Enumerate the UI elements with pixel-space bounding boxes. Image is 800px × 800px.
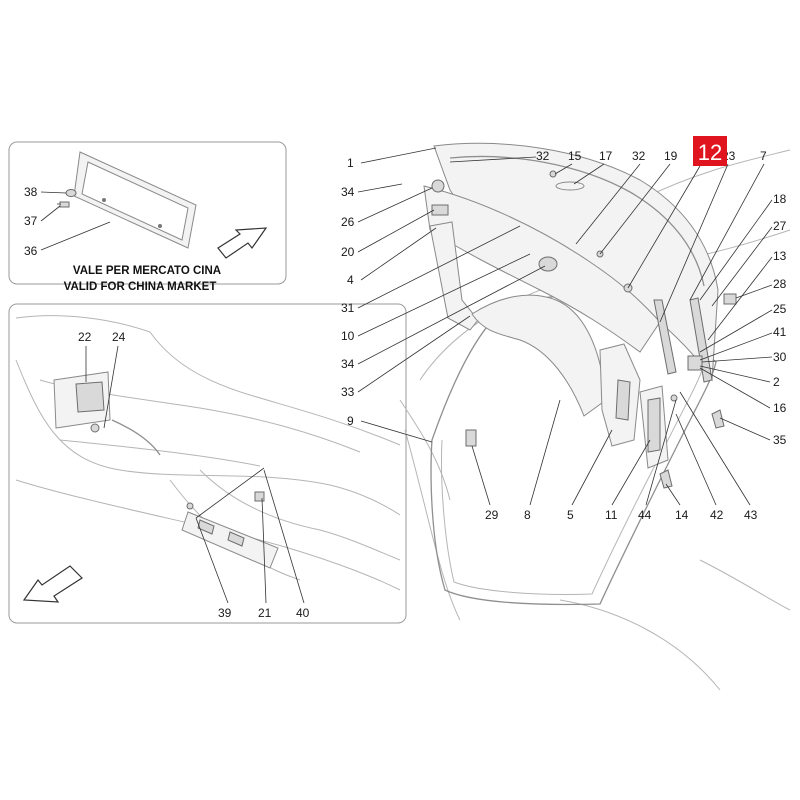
callout-33: 33 [341, 385, 355, 399]
callout-24: 24 [112, 330, 126, 344]
inset-china-market: 38 37 36 VALE PER MERCATO CINA VALID FOR… [8, 141, 287, 293]
callout-7: 7 [760, 149, 767, 163]
callout-29: 29 [485, 508, 499, 522]
callout-11: 11 [605, 508, 618, 522]
callout-32b: 32 [632, 149, 646, 163]
callout-30: 30 [773, 350, 787, 364]
inset-rear-bumper: 22 24 39 21 40 [8, 303, 407, 624]
callout-44: 44 [638, 508, 652, 522]
callout-42: 42 [710, 508, 724, 522]
highlight-badge-bg [693, 136, 727, 166]
clip-part [254, 491, 265, 502]
callout-14: 14 [675, 508, 689, 522]
callout-16: 16 [773, 401, 787, 415]
callout-4: 4 [347, 273, 354, 287]
callout-28: 28 [773, 277, 787, 291]
callout-20: 20 [341, 245, 355, 259]
callout-41: 41 [773, 325, 787, 339]
callout-35: 35 [773, 433, 787, 447]
highlight-badge-12: 12 [693, 136, 727, 166]
arrow-icon [22, 565, 83, 603]
callout-17: 17 [599, 149, 613, 163]
mounting-bracket [181, 502, 279, 569]
callout-1: 1 [347, 156, 354, 170]
callout-8: 8 [524, 508, 531, 522]
callout-37: 37 [24, 214, 38, 228]
callout-9: 9 [347, 414, 354, 428]
callout-19: 19 [664, 149, 678, 163]
callout-18: 18 [773, 192, 787, 206]
highlight-badge-label: 12 [698, 140, 722, 165]
callout-5: 5 [567, 508, 574, 522]
callout-43: 43 [744, 508, 758, 522]
gas-strut [689, 297, 713, 383]
callout-15: 15 [568, 149, 582, 163]
sensor-module [53, 371, 111, 433]
callout-32: 32 [536, 149, 550, 163]
callout-26: 26 [341, 215, 355, 229]
callout-2: 2 [773, 375, 780, 389]
license-plate-frame [73, 151, 197, 249]
callout-25: 25 [773, 302, 787, 316]
callout-38: 38 [24, 185, 38, 199]
latch-29 [465, 429, 477, 447]
callout-27: 27 [773, 219, 787, 233]
callout-40: 40 [296, 606, 310, 620]
main-tailgate-diagram: 1 34 26 20 4 31 10 34 33 9 32 15 17 32 1… [341, 136, 791, 691]
arrow-icon [217, 227, 268, 259]
callout-13: 13 [773, 249, 787, 263]
inset-china-caption-line1: VALE PER MERCATO CINA [73, 265, 221, 277]
callout-10: 10 [341, 329, 355, 343]
callout-36: 36 [24, 244, 38, 258]
callout-31: 31 [341, 301, 355, 315]
callout-34b: 34 [341, 357, 355, 371]
inset-china-caption-line2: VALID FOR CHINA MARKET [64, 281, 217, 293]
callout-21: 21 [258, 606, 272, 620]
callout-34: 34 [341, 185, 355, 199]
callout-39: 39 [218, 606, 232, 620]
callout-22: 22 [78, 330, 92, 344]
fastener-parts [57, 189, 77, 208]
